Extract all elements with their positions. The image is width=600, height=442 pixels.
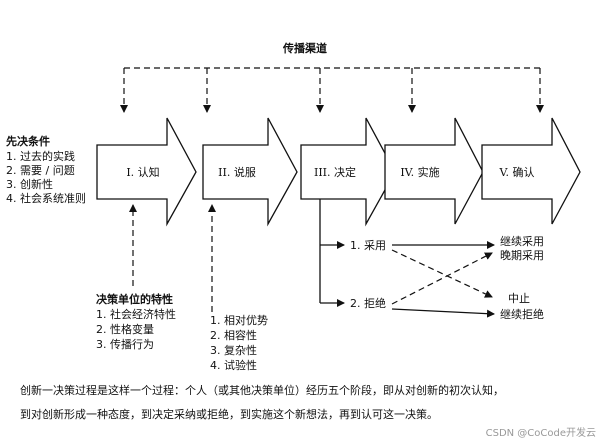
decision-reject: 2. 拒绝	[350, 296, 386, 310]
stage-arrow-1	[96, 117, 197, 227]
prior-condition-item: 2. 需要 / 问题	[6, 164, 75, 177]
innovation-characteristic-item: 2. 相容性	[210, 328, 257, 342]
innovation-characteristic-item: 4. 试验性	[210, 358, 257, 372]
characteristic-arrows	[129, 204, 216, 312]
outcome-arrows	[391, 241, 495, 318]
stage-label-3: III. 决定	[314, 165, 356, 179]
stage-label-5: V. 确认	[498, 166, 534, 179]
channel-label: 传播渠道	[282, 41, 327, 55]
prior-condition-item: 3. 创新性	[6, 177, 53, 191]
stage-label-4: IV. 实施	[400, 165, 439, 179]
unit-characteristic-item: 3. 传播行为	[96, 337, 154, 351]
channel-dashed-lines	[120, 67, 544, 113]
innovation-characteristics: 1. 相对优势 2. 相容性 3. 复杂性 4. 试验性	[210, 313, 268, 372]
prior-conditions-title: 先决条件	[6, 134, 50, 148]
decision-branches	[319, 199, 345, 307]
stage-label-1: I. 认知	[126, 165, 159, 179]
prior-condition-item: 1. 过去的实践	[6, 149, 75, 163]
outcome-late-adopt: 晚期采用	[500, 249, 544, 262]
innovation-characteristic-item: 1. 相对优势	[210, 313, 268, 327]
unit-characteristic-item: 1. 社会经济特性	[96, 307, 176, 321]
stage-arrow-2	[202, 117, 298, 227]
stage-arrow-4	[384, 117, 484, 225]
outcome-cross-arrows	[391, 249, 493, 305]
watermark: CSDN @CoCode开发云	[485, 428, 596, 439]
caption-line-1: 创新一决策过程是这样一个过程：个人（或其他决策单位）经历五个阶段，即从对创新的初…	[20, 384, 504, 397]
stage-label-2: II. 说服	[218, 165, 256, 179]
prior-condition-item: 4. 社会系统准则	[6, 191, 86, 205]
outcome-discontinue: 中止	[508, 292, 530, 305]
stage-arrow-5	[481, 117, 581, 225]
outcome-continue-adopt: 继续采用	[500, 234, 544, 248]
innovation-characteristic-item: 3. 复杂性	[210, 343, 257, 357]
caption-line-2: 到对创新形成一种态度，到决定采纳或拒绝，到实施这个新想法，再到认可这一决策。	[20, 408, 438, 421]
outcome-continue-reject: 继续拒绝	[500, 307, 544, 321]
stage-arrows	[96, 117, 581, 227]
decision-adopt: 1. 采用	[350, 239, 386, 252]
prior-conditions: 先决条件 1. 过去的实践 2. 需要 / 问题 3. 创新性 4. 社会系统准…	[6, 134, 86, 205]
unit-characteristics-title: 决策单位的特性	[96, 292, 173, 306]
unit-characteristic-item: 2. 性格变量	[96, 322, 154, 336]
unit-characteristics: 决策单位的特性 1. 社会经济特性 2. 性格变量 3. 传播行为	[96, 292, 176, 351]
stage-arrow-3	[300, 117, 396, 227]
